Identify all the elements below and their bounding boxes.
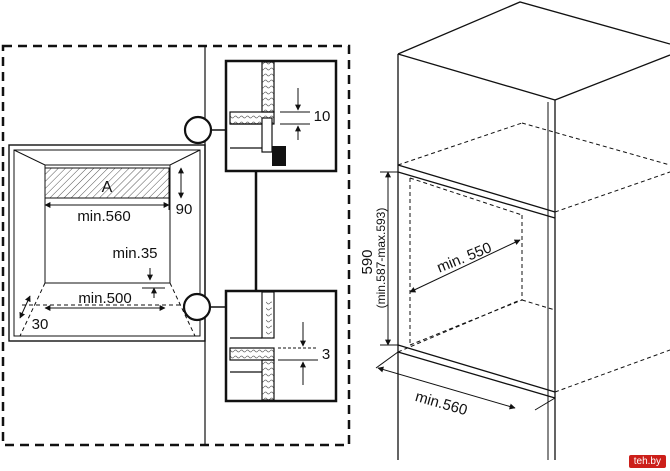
outer-dashed-frame <box>1 44 351 447</box>
watermark-badge: teh.by <box>628 455 666 468</box>
label-min560-top: min.560 <box>77 208 130 225</box>
label-10: 10 <box>314 108 331 125</box>
hatched-area-a <box>44 167 170 199</box>
left-panel: A min.560 90 min.35 min.500 30 <box>1 44 351 447</box>
detail-box-bottom <box>224 289 338 403</box>
label-590: 590 <box>359 249 376 274</box>
label-30: 30 <box>32 316 49 333</box>
label-min560-bottom: min.560 <box>413 388 469 419</box>
label-min35: min.35 <box>112 245 157 262</box>
label-a: A <box>102 179 113 196</box>
detail-circle-bottom <box>182 292 212 322</box>
niche-front-view <box>8 144 206 342</box>
dim-min550-line <box>409 239 521 293</box>
label-590-range: (min.587-max.593) <box>374 208 388 309</box>
detail-circle-top <box>183 115 213 145</box>
label-3: 3 <box>322 346 330 363</box>
detail-box-top <box>224 59 338 173</box>
label-min550: min. 550 <box>434 239 494 276</box>
label-90: 90 <box>176 201 193 218</box>
label-min500: min.500 <box>78 290 131 307</box>
dim-min560-bottom-line <box>377 366 516 410</box>
